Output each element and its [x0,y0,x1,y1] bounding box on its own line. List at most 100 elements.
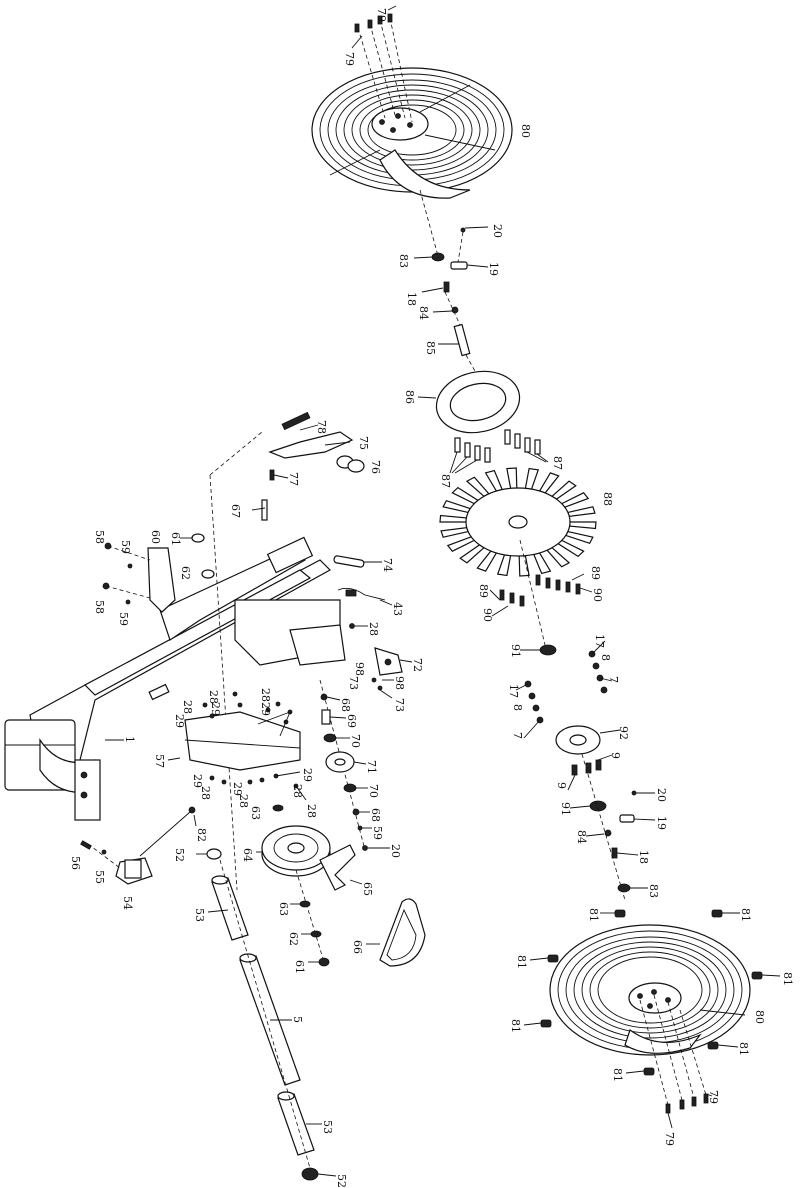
part-label-73b: 73 [393,698,406,712]
part-label-20a: 20 [491,224,504,238]
part-label-53b: 53 [321,1120,334,1134]
fan-blade [532,552,552,575]
part-label-29e: 29 [191,774,204,788]
part-label-52a: 52 [173,848,186,862]
part-label-89a: 89 [589,566,602,580]
parts-74-43 [333,555,393,629]
fan-blade [465,476,490,498]
part-label-29c: 29 [259,702,272,716]
part-label-73a: 73 [347,676,360,690]
part-label-71: 71 [365,760,378,774]
part-label-98a: 98 [353,662,366,676]
guard-clips-81 [523,909,781,1076]
part-label-65: 65 [361,882,374,896]
top-screws [351,5,413,123]
part-label-59c: 59 [371,826,384,840]
part-label-80b: 80 [753,1010,766,1024]
fan-blade [484,469,504,492]
part-label-91b: 91 [559,802,572,816]
mount-plate-57 [167,691,307,812]
part-label-55: 55 [93,870,106,884]
part-label-81f: 81 [737,1042,750,1056]
part-label-70b: 70 [367,784,380,798]
tube-stack [196,848,337,1181]
part-label-17a: 17 [593,634,606,648]
bolt-group-89-90 [489,573,593,617]
part-label-77: 77 [287,472,300,486]
part-label-58b: 58 [93,600,106,614]
part-label-58a: 58 [93,530,106,544]
fan-blade [439,514,468,523]
part-label-17b: 17 [507,684,520,698]
part-label-76: 76 [369,460,382,474]
fan-blade [442,499,472,514]
part-label-59b: 59 [117,612,130,626]
part-label-28h: 28 [305,804,318,818]
washers-63-62-61 [290,869,330,967]
lower-shaft-stack [585,790,656,893]
fan-hub-center [508,515,528,529]
fan-blade [506,467,518,489]
fan-blade [567,506,596,518]
fan-blade [538,472,560,494]
part-label-89b: 89 [477,584,490,598]
part-label-60: 60 [149,530,162,544]
fan-blade [496,554,512,577]
fan-blade [446,536,476,552]
part-label-29f: 29 [231,782,244,796]
part-label-78: 78 [315,420,328,434]
part-label-62a: 62 [179,566,192,580]
brackets-60-58-59 [102,533,215,613]
part-label-68a: 68 [339,698,352,712]
part-label-75: 75 [357,436,370,450]
part-label-62b: 62 [287,932,300,946]
fan-blade [568,521,597,530]
part-label-61a: 61 [169,532,182,546]
part-label-28e: 28 [291,784,304,798]
hub-assembly [515,640,621,812]
fan-wheel [439,467,597,577]
part-label-81a: 81 [587,908,600,922]
center-shaft-stack [413,226,489,381]
tension-knob-assembly [80,806,197,885]
part-label-28d: 28 [259,688,272,702]
part-label-1: 1 [123,736,136,743]
part-label-28f: 28 [199,786,212,800]
fan-blade [557,539,585,558]
fan-blade [476,550,498,572]
part-label-81c: 81 [515,955,528,969]
part-label-29d: 29 [301,768,314,782]
part-label-18b: 18 [637,850,650,864]
part-label-54: 54 [121,896,134,910]
idler-stack [319,679,390,851]
part-label-18a: 18 [405,292,418,306]
part-label-8b: 8 [511,704,524,711]
flywheel-pulley [256,825,363,891]
part-label-74: 74 [381,558,394,572]
part-label-57: 57 [153,754,166,768]
part-label-61b: 61 [293,960,306,974]
fan-blade [451,486,479,505]
part-label-79d: 79 [663,1132,676,1146]
part-label-59a: 59 [119,540,132,554]
part-label-98b: 98 [393,676,406,690]
fan-blade [560,492,590,508]
part-label-66: 66 [351,940,364,954]
part-label-28b: 28 [207,690,220,704]
fan-blade [564,530,594,545]
part-label-90b: 90 [481,608,494,622]
top-fan-guard [311,67,513,199]
part-label-28a: 28 [367,622,380,636]
fan-blade [440,526,469,538]
main-frame [4,536,346,821]
part-label-81g: 81 [611,1068,624,1082]
part-label-79c: 79 [707,1090,720,1104]
fan-blade [524,467,540,490]
part-label-8a: 8 [599,654,612,661]
part-label-20c: 20 [389,844,402,858]
part-label-63b: 63 [277,902,290,916]
part-label-19a: 19 [487,262,500,276]
part-label-70a: 70 [349,734,362,748]
